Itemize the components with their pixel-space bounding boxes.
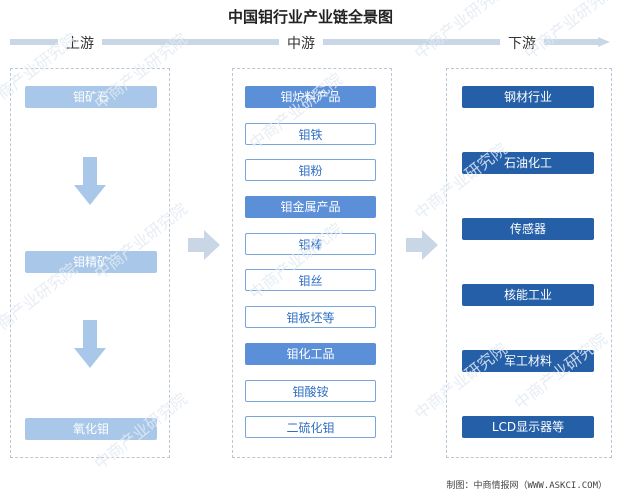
midstream-item: 钼板坯等 (245, 306, 376, 328)
downstream-item: 石油化工 (462, 152, 594, 174)
down-arrow-icon (74, 157, 106, 205)
stage-midstream: 中游 (279, 33, 323, 53)
midstream-item: 钼酸铵 (245, 380, 376, 402)
down-arrow-icon (74, 320, 106, 368)
stage-upstream: 上游 (58, 33, 102, 53)
downstream-item: 传感器 (462, 218, 594, 240)
midstream-item: 钼丝 (245, 269, 376, 291)
downstream-item: LCD显示器等 (462, 416, 594, 438)
midstream-group-header: 钼金属产品 (245, 196, 376, 218)
page-title: 中国钼行业产业链全景图 (227, 8, 393, 26)
midstream-group-header: 钼化工品 (245, 343, 376, 365)
midstream-item: 钼铁 (245, 123, 376, 145)
midstream-item: 钼棒 (245, 233, 376, 255)
source-footer: 制图：中商情报网（WWW.ASKCI.COM） (446, 481, 607, 491)
right-arrow-icon (188, 230, 220, 260)
upstream-item: 钼精矿 (25, 251, 157, 273)
stage-downstream: 下游 (500, 33, 544, 53)
midstream-item: 二硫化钼 (245, 416, 376, 438)
downstream-panel (446, 68, 612, 458)
midstream-item: 钼粉 (245, 159, 376, 181)
upstream-item: 钼矿石 (25, 86, 157, 108)
downstream-item: 核能工业 (462, 284, 594, 306)
downstream-item: 军工材料 (462, 350, 594, 372)
midstream-group-header: 钼炉料产品 (245, 86, 376, 108)
upstream-panel (10, 68, 170, 458)
upstream-item: 氧化钼 (25, 418, 157, 440)
right-arrow-icon (406, 230, 438, 260)
midstream-panel (232, 68, 392, 458)
downstream-item: 钢材行业 (462, 86, 594, 108)
